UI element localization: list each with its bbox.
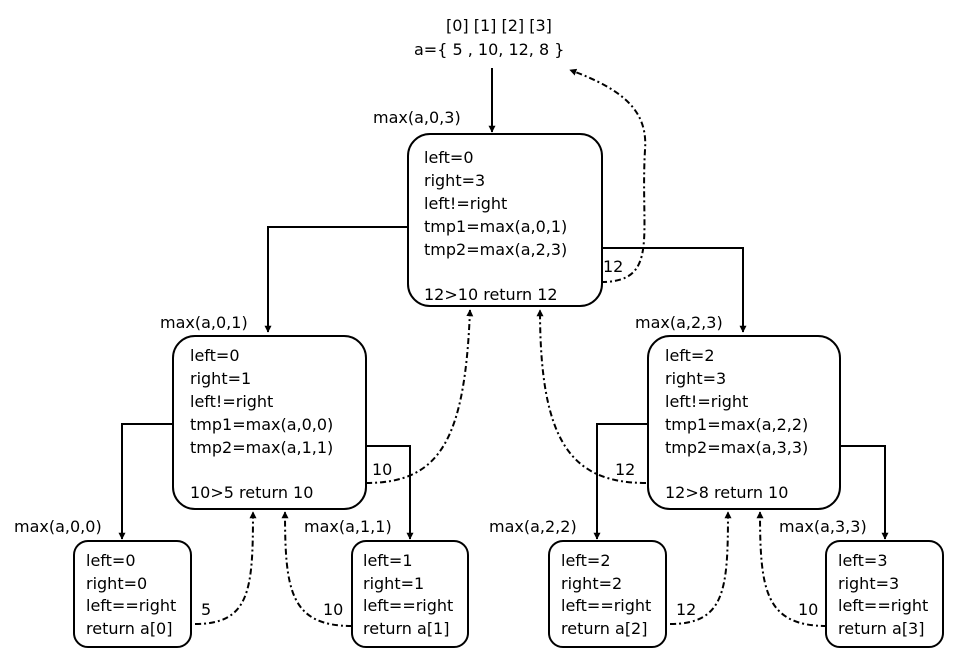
node-line: left==right [363,596,453,615]
node-max-1-1: max(a,1,1) left=1 right=1 left==right re… [304,517,469,648]
node-line: left=3 [838,551,888,570]
call-edge-n23-to-n22 [593,423,649,540]
node-max-0-3: max(a,0,3) left=0 right=3 left!=right tm… [373,108,623,307]
node-max-3-3: max(a,3,3) left=3 right=3 left==right re… [779,517,944,648]
node-line: return a[2] [561,619,647,638]
node-line: tmp2=max(a,3,3) [665,438,808,457]
array-indices: [0] [1] [2] [3] [446,16,552,35]
tree-nodes: max(a,0,3) left=0 right=3 left!=right tm… [14,108,944,648]
return-value-label: 12 [615,460,635,479]
call-edge-n23-to-n33 [839,445,889,540]
node-max-0-1: max(a,0,1) left=0 right=1 left!=right tm… [160,313,392,510]
node-line: tmp1=max(a,0,0) [190,415,333,434]
node-line: left=0 [424,148,474,167]
return-value-label: 12 [603,257,623,276]
return-edge-n33 [756,511,828,627]
call-label: max(a,1,1) [304,517,392,536]
call-edge-root-to-n01 [264,226,410,333]
node-line: return a[3] [838,619,924,638]
node-max-2-2: max(a,2,2) left=2 right=2 left==right re… [489,517,696,648]
return-edge-n23 [536,309,647,484]
call-label: max(a,2,2) [489,517,577,536]
node-line: left=0 [190,346,240,365]
node-line: left!=right [424,194,507,213]
node-line: left=1 [363,551,413,570]
call-edge-n01-to-n00 [118,423,174,540]
return-edge-n11 [281,511,353,627]
node-line: left!=right [665,392,748,411]
node-line: left==right [86,596,176,615]
return-value-label: 10 [323,600,343,619]
return-edge-n01 [365,309,474,484]
array-literal: a={ 5 , 10, 12, 8 } [414,40,564,59]
node-line: right=3 [838,574,899,593]
call-edge-n01-to-n11 [365,445,414,540]
node-line: left=2 [665,346,715,365]
return-edge-n00 [194,511,257,625]
node-line: 12>8 return 10 [665,483,788,502]
return-value-label: 5 [201,600,211,619]
node-line: right=1 [190,369,251,388]
call-label: max(a,0,3) [373,108,461,127]
node-line: right=3 [424,171,485,190]
call-label: max(a,3,3) [779,517,867,536]
node-line: left!=right [190,392,273,411]
node-line: tmp2=max(a,1,1) [190,438,333,457]
node-line: 10>5 return 10 [190,483,313,502]
node-line: left==right [838,596,928,615]
node-line: left==right [561,596,651,615]
node-line: left=2 [561,551,611,570]
return-value-label: 10 [372,460,392,479]
call-label: max(a,2,3) [635,313,723,332]
call-edges [118,68,889,540]
return-edges [194,68,828,627]
node-line: left=0 [86,551,136,570]
node-max-2-3: max(a,2,3) left=2 right=3 left!=right tm… [615,313,841,510]
return-value-label: 12 [676,600,696,619]
return-edge-root [569,68,647,283]
node-line: right=0 [86,574,147,593]
call-label: max(a,0,0) [14,517,102,536]
call-label: max(a,0,1) [160,313,248,332]
return-value-label: 10 [798,600,818,619]
node-line: return a[0] [86,619,172,638]
node-line: tmp2=max(a,2,3) [424,240,567,259]
node-line: right=2 [561,574,622,593]
call-edge-root-to-n23 [582,247,747,333]
node-line: right=3 [665,369,726,388]
node-line: tmp1=max(a,0,1) [424,217,567,236]
node-line: tmp1=max(a,2,2) [665,415,808,434]
node-line: right=1 [363,574,424,593]
node-line: return a[1] [363,619,449,638]
return-edge-n22 [669,511,732,625]
node-max-0-0: max(a,0,0) left=0 right=0 left==right re… [14,517,211,648]
node-line: 12>10 return 12 [424,285,558,304]
